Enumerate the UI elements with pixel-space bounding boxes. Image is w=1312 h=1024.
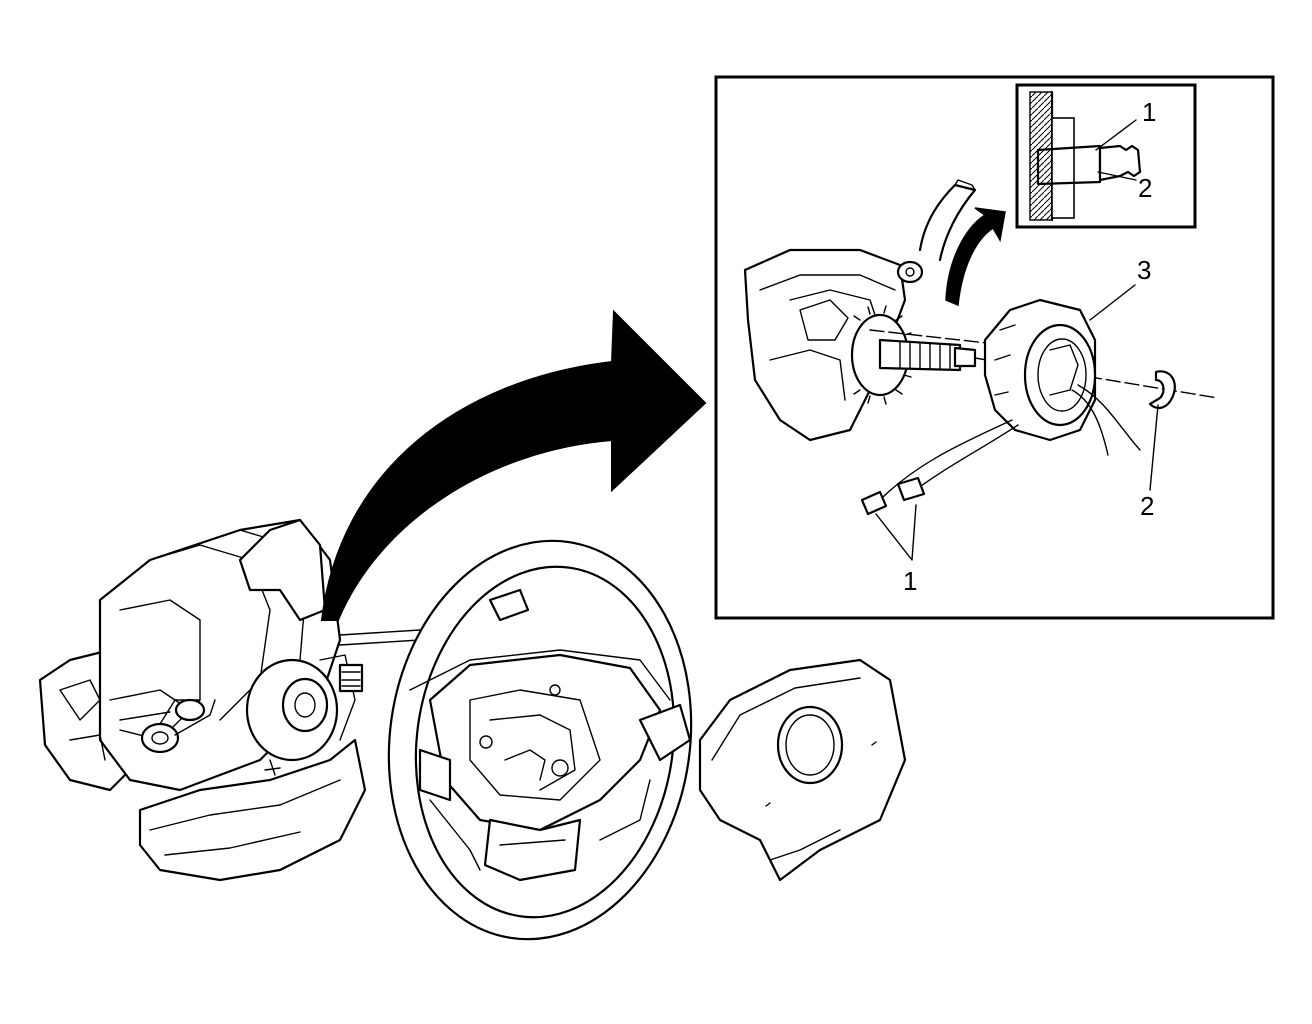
steering-column-assembly <box>38 518 421 882</box>
callout-connectors: 1 <box>903 566 917 596</box>
callout-detail-lower: 2 <box>1138 173 1152 203</box>
callout-detail-upper: 1 <box>1142 97 1156 127</box>
callout-clip: 2 <box>1140 491 1154 521</box>
clockspring-coil <box>879 298 1141 501</box>
small-arrow-icon <box>945 207 1006 307</box>
connectors <box>860 476 926 516</box>
inset-column <box>743 179 1219 442</box>
arrow-icon <box>320 309 707 621</box>
callout-coil: 3 <box>1137 255 1151 285</box>
inset-detail: 1 2 <box>714 75 1275 620</box>
airbag-module <box>698 658 907 882</box>
detail-box <box>1015 83 1197 229</box>
steering-wheel <box>387 539 693 941</box>
